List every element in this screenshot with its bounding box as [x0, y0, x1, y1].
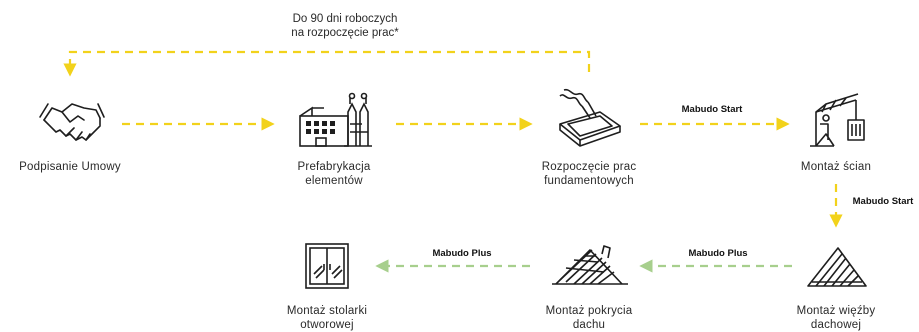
step-6-label: Montaż pokrycia dachu	[546, 304, 633, 332]
factory-icon	[299, 92, 372, 147]
top-note-line2: na rozpoczęcie prac*	[291, 27, 399, 39]
step-6-line1: Montaż pokrycia	[545, 305, 633, 317]
handshake-icon	[39, 103, 105, 141]
roof-truss-icon	[807, 247, 867, 287]
edge-label-s5-s6: Mabudo Plus	[688, 248, 748, 259]
foundation-pour-icon	[559, 88, 621, 147]
step-4-line1: Montaż ścian	[800, 161, 872, 173]
step-3-line1: Rozpoczęcie prac	[541, 161, 637, 173]
top-note-line1: Do 90 dni roboczych	[292, 13, 398, 25]
top-note: Do 90 dni roboczych na rozpoczęcie prac*	[265, 12, 425, 40]
step-5-line1: Montaż więźby	[796, 305, 876, 317]
step-4-label: Montaż ścian	[801, 160, 871, 174]
edge-label-s4-s5: Mabudo Start	[852, 196, 914, 207]
step-5-label: Montaż więźby dachowej	[797, 304, 876, 332]
step-6-line2: dachu	[572, 319, 606, 331]
step-3-line2: fundamentowych	[544, 175, 634, 187]
crane-icon	[810, 93, 865, 147]
step-7-label: Montaż stolarki otworowej	[287, 304, 367, 332]
roof-tiles-icon	[552, 245, 628, 285]
step-2-line2: elementów	[305, 175, 363, 187]
arrow-top-loop	[63, 50, 591, 77]
step-3-label: Rozpoczęcie prac fundamentowych	[542, 160, 637, 188]
step-7-line1: Montaż stolarki	[286, 305, 368, 317]
step-2-line1: Prefabrykacja	[297, 161, 371, 173]
step-1-line1: Podpisanie Umowy	[19, 161, 121, 173]
edge-label-s6-s7: Mabudo Plus	[432, 248, 492, 259]
step-5-line2: dachowej	[810, 319, 862, 331]
step-2-label: Prefabrykacja elementów	[298, 160, 371, 188]
step-7-line2: otworowej	[300, 319, 354, 331]
edge-label-s3-s4: Mabudo Start	[681, 104, 743, 115]
window-icon	[305, 243, 349, 289]
step-1-label: Podpisanie Umowy	[19, 160, 121, 174]
